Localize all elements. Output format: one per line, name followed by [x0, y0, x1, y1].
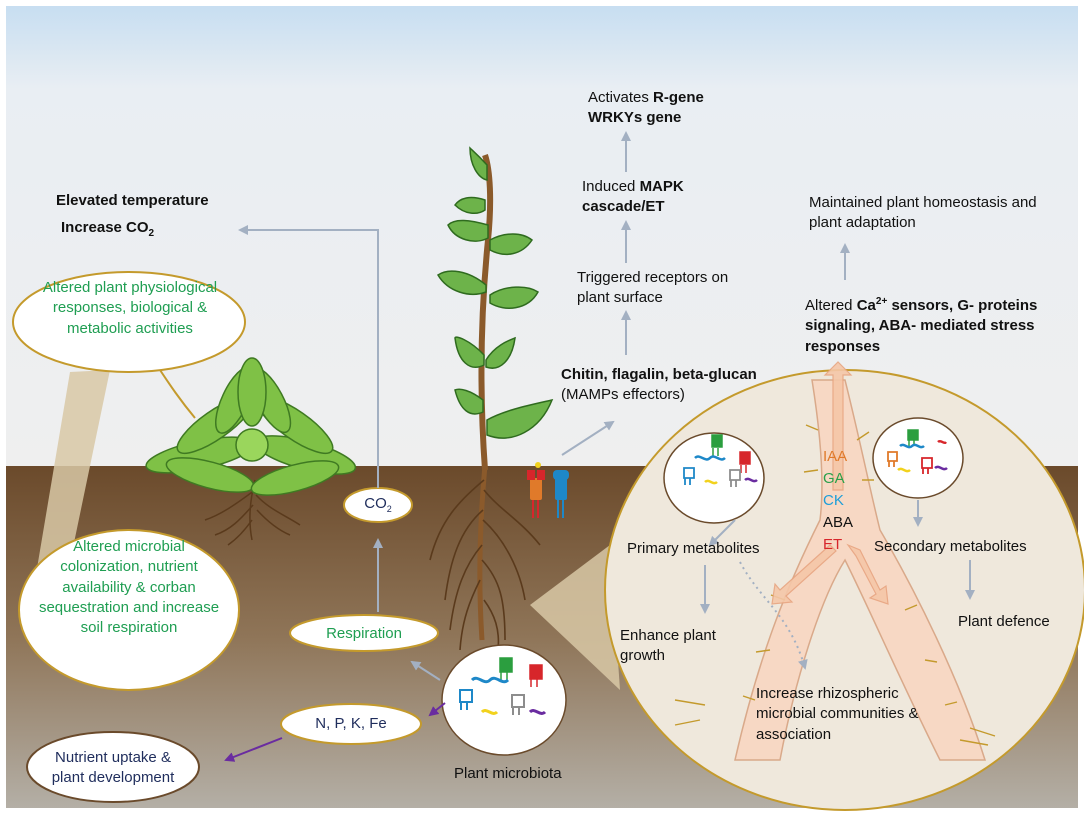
maintained-homeostasis-label: Maintained plant homeostasis and plant a…	[809, 194, 1037, 232]
hormone-items: IAA GA CK ABA ET	[823, 446, 853, 556]
arrow-microbiota-to-respiration	[410, 660, 441, 681]
hormone-et: ET	[823, 536, 843, 553]
nutrient-text: Nutrient uptake & plant development	[51, 749, 175, 787]
physio-bubble-shape	[12, 271, 246, 373]
arrow-primary-to-rhizosphere	[739, 561, 808, 670]
secondary-metabolites-label: Secondary metabolites	[874, 538, 1027, 555]
pathway-arrows	[238, 131, 975, 681]
npk-bubble-shape	[280, 703, 422, 745]
elevated-temperature-label: Elevated temperature	[56, 192, 209, 209]
respiration-bubble-shape	[289, 614, 439, 652]
chitin-label: Chitin, flagalin, beta-glucan(MAMPs effe…	[561, 366, 757, 404]
microbial-bubble-shape	[18, 529, 240, 691]
hormone-ck: CK	[823, 492, 844, 509]
arrow-receptors-to-mamps	[561, 420, 615, 456]
secondary-microbe-bubble	[872, 417, 964, 499]
arrow-npk-to-nutrient	[224, 737, 283, 762]
hormone-iaa: IAA	[823, 448, 848, 465]
respiration-text: Respiration	[326, 625, 402, 642]
arrow-bubble-to-primary	[708, 519, 736, 547]
co2-bubble-text: CO2	[364, 495, 392, 514]
rosette-plant-roots	[204, 479, 301, 546]
surface-receptors	[527, 462, 569, 518]
plant-microbiota-label: Plant microbiota	[454, 765, 562, 782]
primary-metabolites-label: Primary metabolites	[627, 540, 760, 557]
npk-text: N, P, K, Fe	[315, 715, 387, 732]
tall-plant-roots	[429, 464, 541, 651]
nutrient-bubble-shape	[26, 731, 200, 803]
rhizospheric-label: Increase rhizospheric microbial communit…	[756, 685, 919, 743]
tall-plant	[437, 146, 554, 471]
arrow-co2-to-temperature	[238, 225, 379, 488]
hormone-ga: GA	[823, 470, 845, 487]
primary-microbe-bubble	[663, 432, 765, 524]
altered-ca-label: Altered Ca2+ sensors, G- proteins signal…	[805, 296, 1038, 355]
triggered-receptors-label: Triggered receptors on plant surface	[577, 269, 729, 307]
nutrient-arrows	[224, 702, 446, 762]
physio-bubble-text: Altered plant physiological responses, b…	[42, 279, 218, 337]
hormone-aba: ABA	[823, 514, 854, 531]
hormone-list: IAA GA CK ABA ET	[823, 446, 853, 556]
enhance-growth-label: Enhance plant growth	[620, 627, 716, 665]
callout-cone-root	[530, 545, 620, 690]
plant-microbiota-bubble	[441, 644, 567, 756]
increase-co2-label: Increase CO2	[61, 219, 155, 239]
microbial-bubble-text: Altered microbial colonization, nutrient…	[38, 538, 220, 636]
arrow-microbiota-to-npk	[428, 702, 446, 717]
rosette-plant	[145, 357, 357, 496]
plant-defence-label: Plant defence	[958, 613, 1050, 630]
callout-cone-left	[30, 370, 110, 610]
